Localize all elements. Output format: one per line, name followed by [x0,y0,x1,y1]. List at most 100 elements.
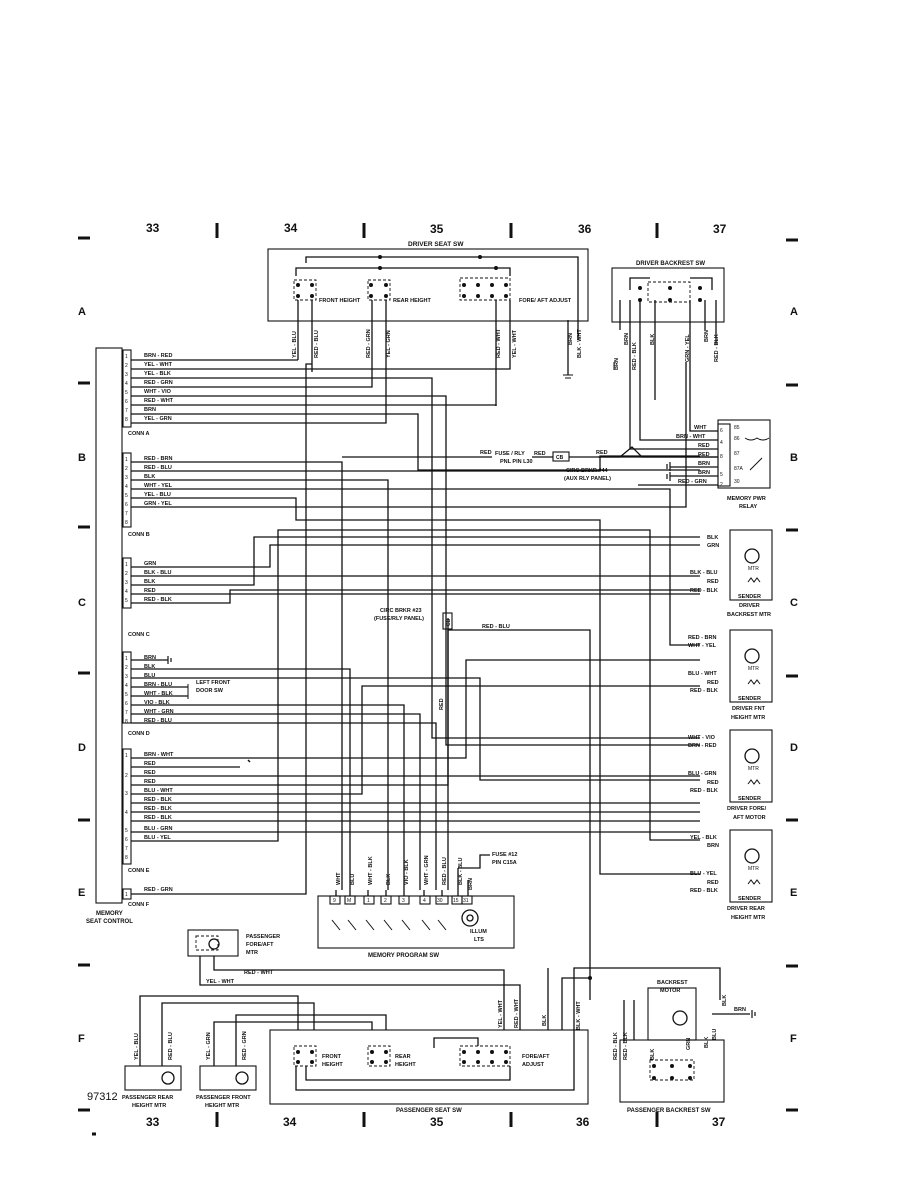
svg-text:BLK: BLK [650,1049,656,1060]
svg-text:RED - BLK: RED - BLK [144,806,172,812]
svg-text:WHT: WHT [336,872,342,885]
pin: 7 [125,511,128,517]
svg-text:BRN: BRN [144,407,156,413]
svg-text:BLK: BLK [650,334,656,345]
svg-text:PASSENGER BACKREST SW: PASSENGER BACKREST SW [627,1108,711,1114]
svg-text:BLK: BLK [722,995,728,1006]
svg-text:DOOR SW: DOOR SW [196,688,224,694]
program-switch-contacts [331,919,447,931]
svg-text:RED - BLK: RED - BLK [613,1032,619,1060]
svg-text:BLK: BLK [707,535,718,541]
col-label: 33 [146,1115,160,1129]
svg-text:BLU - GRN: BLU - GRN [144,826,172,832]
conn-f: 1 RED - GRN [125,363,312,898]
row-labels: A A B B C C D D E E F F [78,306,798,1045]
svg-text:BRN: BRN [568,333,574,345]
svg-text:BLK - BLU: BLK - BLU [458,857,464,885]
svg-text:2: 2 [384,898,387,904]
svg-text:FRONT HEIGHT: FRONT HEIGHT [319,298,361,304]
svg-text:BLU: BLU [350,874,356,885]
passenger-backrest-switch: PASSENGER BACKREST SW BACKREST MOTOR BRN… [590,967,756,1114]
pin: 4 [125,381,128,387]
svg-text:CONN F: CONN F [128,902,150,908]
svg-text:BRN: BRN [698,461,710,467]
svg-text:RED: RED [439,698,445,710]
svg-text:RED - BRN: RED - BRN [144,456,172,462]
svg-text:RED: RED [144,588,156,594]
svg-text:CONN B: CONN B [128,532,150,538]
col-label: 36 [576,1115,590,1129]
pin: 1 [125,753,128,759]
column-labels-bottom: 33 34 35 36 37 [146,1115,726,1129]
svg-text:YEL - GRN: YEL - GRN [206,1032,212,1060]
svg-text:BRN: BRN [698,470,710,476]
svg-text:PASSENGER: PASSENGER [246,934,280,940]
svg-text:6: 6 [720,428,723,434]
grid-frame [78,223,798,1136]
svg-text:30: 30 [437,898,443,904]
svg-text:WHT - YEL: WHT - YEL [144,483,173,489]
svg-text:FORE/AFT: FORE/AFT [246,942,274,948]
svg-text:BLU - WHT: BLU - WHT [688,671,717,677]
svg-text:RED - BLU: RED - BLU [314,330,320,358]
svg-text:DRIVER FORE/: DRIVER FORE/ [727,806,767,812]
svg-text:2: 2 [720,482,723,488]
svg-text:DRIVER FNT: DRIVER FNT [732,706,766,712]
figure-number: 97312 [87,1091,118,1103]
pin: 2 [125,363,128,369]
pin: 5 [125,390,128,396]
memory-program-switch: MEMORY PROGRAM SW 9 M 1 2 3 4 30 15 31 I… [317,852,517,959]
svg-text:RED - BLK: RED - BLK [144,597,172,603]
svg-text:FORE/ AFT ADJUST: FORE/ AFT ADJUST [519,298,572,304]
svg-text:MTR: MTR [748,566,759,572]
svg-text:BRN: BRN [734,1007,746,1013]
svg-text:FUSE #12: FUSE #12 [492,852,517,858]
svg-text:LEFT FRONT: LEFT FRONT [196,680,231,686]
col-label: 37 [712,1115,726,1129]
svg-text:RED - BLU: RED - BLU [144,465,172,471]
pin: 8 [125,417,128,423]
svg-text:85: 85 [734,425,740,431]
svg-text:RED: RED [698,443,710,449]
svg-text:15: 15 [453,898,459,904]
driver-seat-switch: DRIVER SEAT SW FRONT HEIGHT REAR HEIGHT … [267,241,589,418]
svg-text:CIRC BRKR #23: CIRC BRKR #23 [380,608,422,614]
svg-text:RED: RED [596,450,608,456]
svg-text:PNL PIN L30: PNL PIN L30 [500,459,533,465]
svg-text:WHT - GRN: WHT - GRN [424,855,430,885]
svg-text:BLK: BLK [542,1015,548,1026]
pin: 4 [125,683,128,689]
svg-text:BLK: BLK [144,474,155,480]
svg-text:MEMORY PWR: MEMORY PWR [727,496,766,502]
svg-text:WHT - YEL: WHT - YEL [688,643,717,649]
svg-text:MOTOR: MOTOR [660,988,680,994]
svg-text:CB: CB [446,618,452,626]
svg-text:YEL - WHT: YEL - WHT [144,362,173,368]
svg-text:RED: RED [707,579,719,585]
col-label: 35 [430,1115,444,1129]
svg-text:F: F [790,1033,797,1045]
svg-text:3: 3 [402,898,405,904]
svg-text:ADJUST: ADJUST [522,1062,545,1068]
driver-backrest-mtr: MTR SENDER DRIVER BACKREST MTR BLK GRN B… [690,529,773,618]
svg-text:DRIVER BACKREST SW: DRIVER BACKREST SW [636,261,705,267]
svg-text:MEMORY PROGRAM SW: MEMORY PROGRAM SW [368,953,439,959]
svg-text:BLK: BLK [144,664,155,670]
pin: 1 [125,562,128,568]
svg-text:86: 86 [734,436,740,442]
svg-text:PIN C15A: PIN C15A [492,860,517,866]
svg-text:YEL - WHT: YEL - WHT [512,329,518,358]
svg-text:YEL - WHT: YEL - WHT [498,999,504,1028]
svg-text:5: 5 [720,472,723,478]
svg-text:PASSENGER REAR: PASSENGER REAR [122,1095,173,1101]
svg-text:YEL - BLK: YEL - BLK [690,835,717,841]
svg-text:RED - BLU: RED - BLU [168,1032,174,1060]
passenger-rear-height-mtr: PASSENGER REAR HEIGHT MTR YEL - BLU RED … [122,995,315,1109]
passenger-front-height-mtr: PASSENGER FRONT HEIGHT MTR YEL - GRN RED… [196,1014,387,1109]
pin: 8 [125,855,128,861]
driver-fore-aft-motor: MTR SENDER DRIVER FORE/ AFT MOTOR WHT - … [688,729,773,821]
svg-text:BRN - RED: BRN - RED [688,743,716,749]
svg-text:RED - BRN: RED - BRN [688,635,716,641]
pin: 5 [125,493,128,499]
svg-text:AFT MOTOR: AFT MOTOR [733,815,766,821]
